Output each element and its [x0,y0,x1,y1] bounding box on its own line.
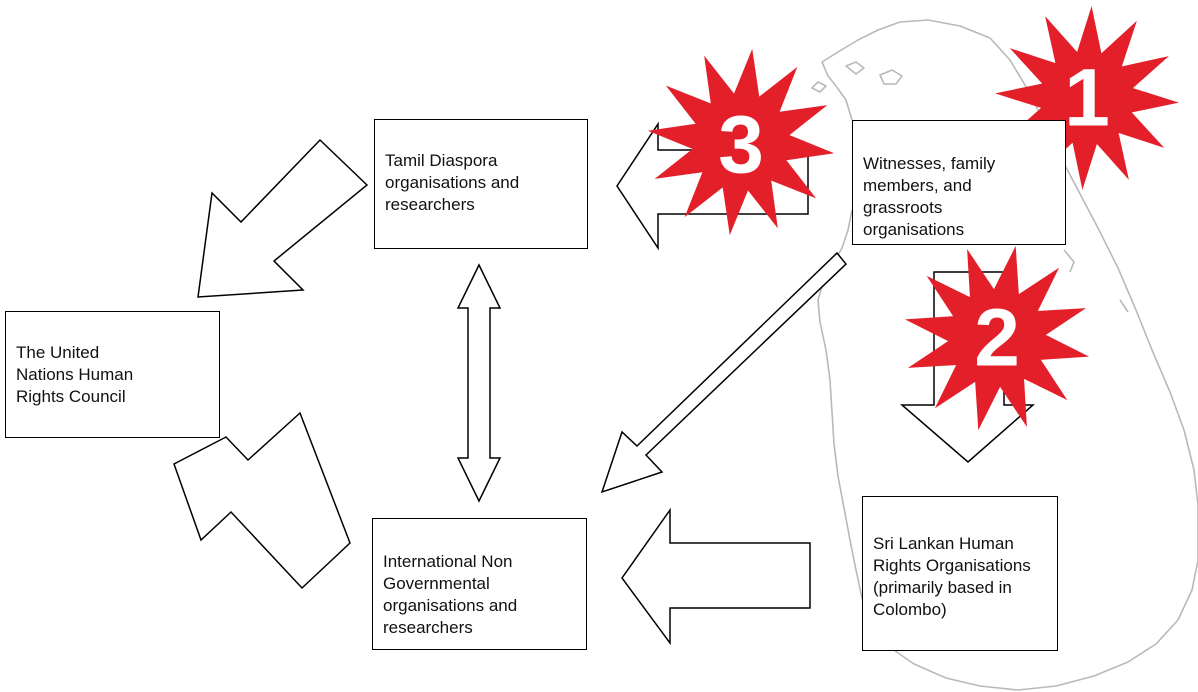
badge-3: 3 [647,48,835,236]
node-sri-lankan-hro: Sri Lankan Human Rights Organisations (p… [862,496,1058,651]
badge-1-number: 1 [1064,53,1110,144]
node-international-ngo-label: International Non Governmental organisat… [383,552,518,637]
arrow-witnesses-to-ingo [600,251,848,494]
sri-lanka-map-outline [811,19,1198,691]
node-unhrc: The United Nations Human Rights Council [5,311,220,438]
arrow-diaspora-to-unhrc [197,138,369,298]
node-tamil-diaspora: Tamil Diaspora organisations and researc… [374,119,588,249]
node-witnesses-label: Witnesses, family members, and grassroot… [863,154,996,239]
arrow-ingo-to-unhrc [173,411,351,590]
arrow-diaspora-ingo-bidirectional [456,263,502,503]
badge-2: 2 [904,245,1090,431]
node-sri-lankan-hro-label: Sri Lankan Human Rights Organisations (p… [873,534,1031,619]
badge-1: 1 [995,6,1179,190]
badge-2-number: 2 [974,293,1020,384]
badge-3-number: 3 [718,100,764,191]
node-unhrc-label: The United Nations Human Rights Council [16,343,134,406]
node-tamil-diaspora-label: Tamil Diaspora organisations and researc… [385,151,520,214]
node-witnesses: Witnesses, family members, and grassroot… [852,120,1066,245]
arrow-slhro-to-ingo [621,507,811,646]
node-international-ngo: International Non Governmental organisat… [372,518,587,650]
